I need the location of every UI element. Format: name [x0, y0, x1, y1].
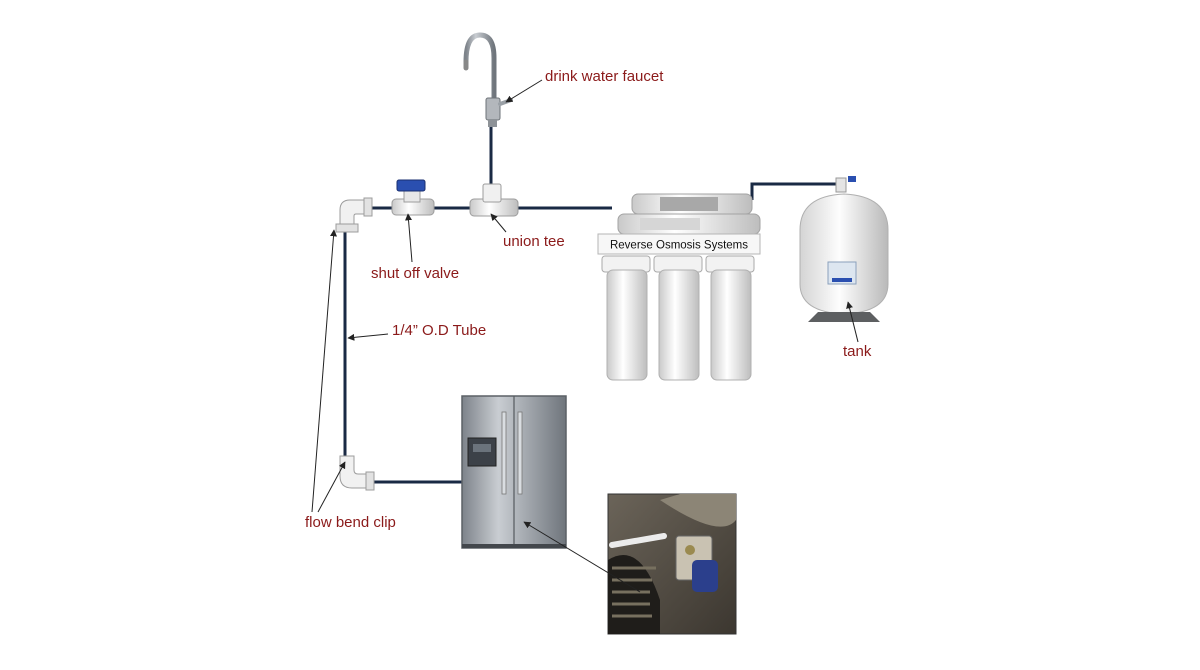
label-tank: tank	[843, 343, 872, 360]
tank-icon	[799, 176, 889, 322]
label-tube: 1/4” O.D Tube	[392, 322, 487, 339]
filter-housings	[601, 255, 755, 381]
inlet-valve-photo	[607, 493, 737, 635]
label-union-tee: union tee	[503, 233, 565, 250]
shut-off-valve-icon	[391, 179, 435, 216]
ro-system-icon: Reverse Osmosis Systems	[597, 193, 761, 381]
elbow-fitting-bottom-icon	[339, 455, 375, 491]
faucet-icon	[463, 32, 513, 127]
label-drink-water-faucet: drink water faucet	[545, 68, 664, 85]
elbow-fitting-top-icon	[335, 197, 373, 233]
refrigerator-icon	[461, 395, 567, 549]
ro-system-label: Reverse Osmosis Systems	[610, 240, 748, 252]
label-shut-off-valve: shut off valve	[371, 265, 460, 282]
callout-arrows	[311, 79, 859, 593]
union-tee-icon	[469, 183, 519, 217]
tubing	[343, 125, 844, 484]
label-flow-bend-clip: flow bend clip	[305, 514, 396, 531]
